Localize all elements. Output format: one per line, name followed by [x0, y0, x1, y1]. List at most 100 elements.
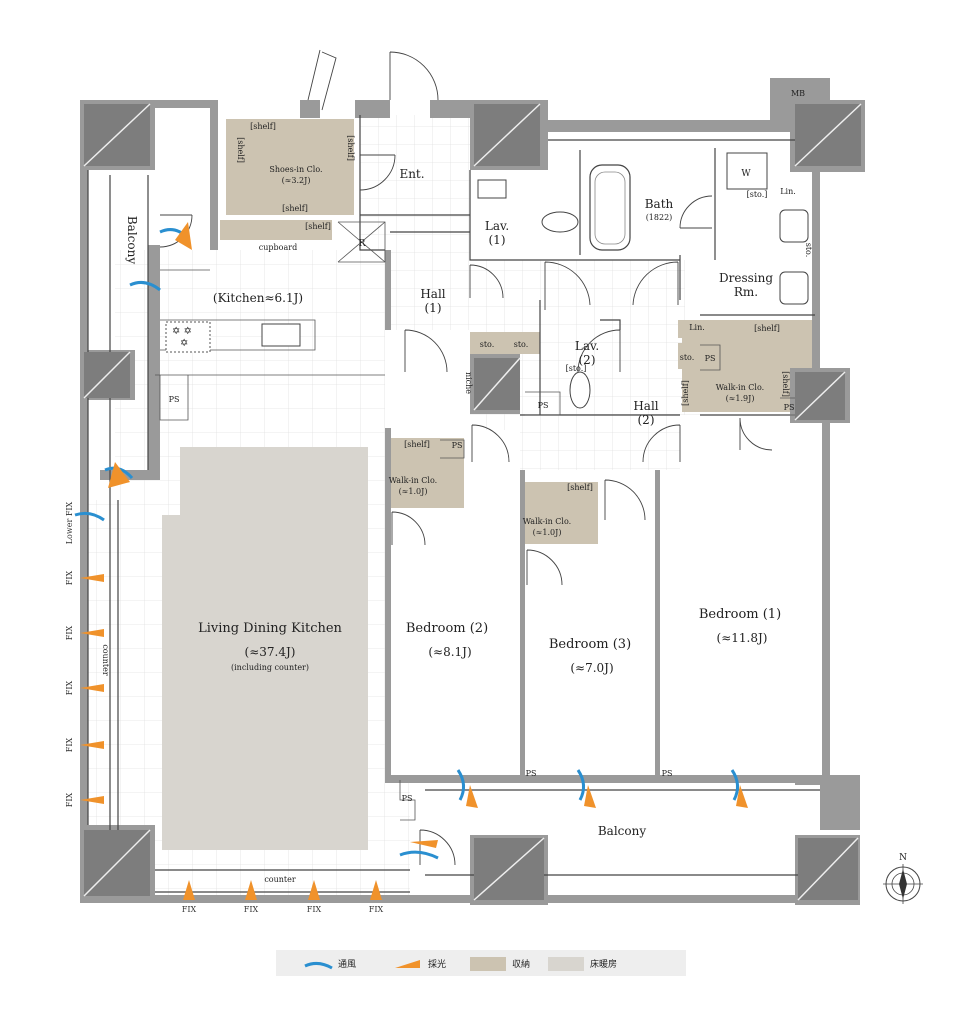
washing-machine [726, 152, 768, 190]
lav2-name: Lav. [575, 339, 599, 353]
ventilation-icon [129, 280, 161, 292]
ventilation-icon [456, 769, 465, 801]
fix-label: FIX [307, 905, 322, 914]
dressing-name: Dressing [719, 271, 773, 285]
light-icon [80, 574, 104, 582]
fix-label: FIX [65, 737, 74, 752]
shelf-label: [shelf] [282, 204, 308, 213]
ps-label: PS [452, 441, 463, 450]
ps-label: PS [705, 354, 716, 363]
balcony-left: Balcony [125, 216, 139, 264]
washbasin-lav1 [477, 179, 507, 199]
ventilation-icon [399, 850, 439, 860]
light-icon [584, 785, 596, 808]
sto-label: sto. [804, 243, 813, 258]
light-icon [245, 880, 257, 900]
wic2-area: (≈1.0J) [399, 487, 428, 496]
shelf-label: [shelf] [404, 440, 430, 449]
ps-label: PS [402, 794, 413, 803]
lav1-name: Lav. [485, 219, 509, 233]
ventilation-icon [74, 511, 105, 522]
shelf-label: [shelf] [236, 137, 245, 163]
burner-icon: ✡ ✡ [172, 326, 192, 337]
cupboard-label: cupboard [259, 243, 297, 252]
dressing-name2: Rm. [734, 285, 758, 299]
kitchen-sink [261, 323, 301, 347]
light-icon [80, 684, 104, 692]
wic1-area: (≈1.9J) [726, 394, 755, 403]
storage-text: Shoes-in Clo. (≈3.2J) [shelf] [shelf] [s… [65, 89, 813, 914]
counter-label: counter [101, 644, 110, 676]
shelf-label: [shelf] [346, 135, 355, 161]
ventilation-icon [730, 769, 739, 801]
bath-size: (1822) [646, 213, 673, 222]
bedroom1-name: Bedroom (1) [699, 607, 781, 622]
fix-label: FIX [244, 905, 259, 914]
doors [159, 49, 773, 866]
fix-label: FIX [369, 905, 384, 914]
shelf-label: [shelf] [754, 324, 780, 333]
ldk-note: (including counter) [231, 663, 309, 672]
w-label: W [741, 169, 751, 179]
ventilation-icon [576, 769, 585, 801]
shelf-label: [shelf] [567, 483, 593, 492]
wic2-name: Walk-in Clo. [389, 476, 437, 485]
shoes-closet-name: Shoes-in Clo. [269, 165, 322, 174]
light-icon [80, 629, 104, 637]
hall1-name: Hall [420, 287, 445, 301]
mb-label: MB [791, 89, 805, 98]
lower-fix-label: Lower FIX [65, 501, 74, 544]
floor-fills [85, 115, 700, 895]
ldk-name: Living Dining Kitchen [198, 621, 342, 636]
compass: N [883, 853, 923, 904]
light-icon [308, 880, 320, 900]
light-icon [410, 840, 438, 848]
light-icon [80, 796, 104, 804]
sto-label: sto. [514, 340, 529, 349]
bedroom3-name: Bedroom (3) [549, 637, 631, 652]
storage-legend-swatch [470, 957, 506, 971]
legend-ventilation: 通風 [338, 959, 356, 970]
linen-label: Lin. [689, 323, 705, 332]
storage-areas [220, 119, 812, 544]
lav1-num: (1) [489, 233, 506, 247]
ps-label: PS [538, 401, 549, 410]
legend-storage: 収納 [512, 958, 530, 970]
shelf-label: [shelf] [781, 371, 790, 397]
fixtures: ✡ ✡ ✡ [165, 152, 809, 409]
counter-label: counter [264, 875, 296, 884]
hall2-num: (2) [638, 413, 655, 427]
light-legend-icon [395, 960, 420, 968]
ps-label: PS [169, 395, 180, 404]
compass-north: N [899, 853, 907, 863]
wic3-area: (≈1.0J) [533, 528, 562, 537]
light-icon [108, 462, 130, 488]
ps-label: PS [662, 769, 673, 778]
airflow-light-arrows [74, 222, 748, 900]
legend: 通風 採光 収納 床暖房 [276, 950, 686, 976]
light-icon [80, 741, 104, 749]
ventilation-legend-icon [304, 961, 333, 970]
shelf-label: [shelf] [305, 222, 331, 231]
fix-label: FIX [65, 792, 74, 807]
heating-legend-swatch [548, 957, 584, 971]
linen-label: Lin. [780, 187, 796, 196]
toilet-lav1 [541, 211, 579, 233]
sink-dressing-1 [779, 209, 809, 243]
light-icon [175, 222, 192, 250]
kitchen-label: (Kitchen≈6.1J) [213, 291, 303, 305]
shelf-label: [shelf] [250, 122, 276, 131]
ps-label: PS [784, 403, 795, 412]
bathtub [589, 164, 631, 251]
r-label: R [359, 239, 366, 249]
floor-heating-area [162, 447, 368, 850]
burner-icon: ✡ [180, 338, 188, 349]
wic1-name: Walk-in Clo. [716, 383, 764, 392]
legend-light: 採光 [428, 958, 446, 970]
bedroom1-area: (≈11.8J) [717, 631, 768, 645]
shoes-closet-area: (≈3.2J) [282, 176, 311, 185]
sto-bracket-label: [sto.] [566, 364, 587, 373]
fix-label: FIX [65, 625, 74, 640]
ldk-area: (≈37.4J) [245, 645, 296, 659]
